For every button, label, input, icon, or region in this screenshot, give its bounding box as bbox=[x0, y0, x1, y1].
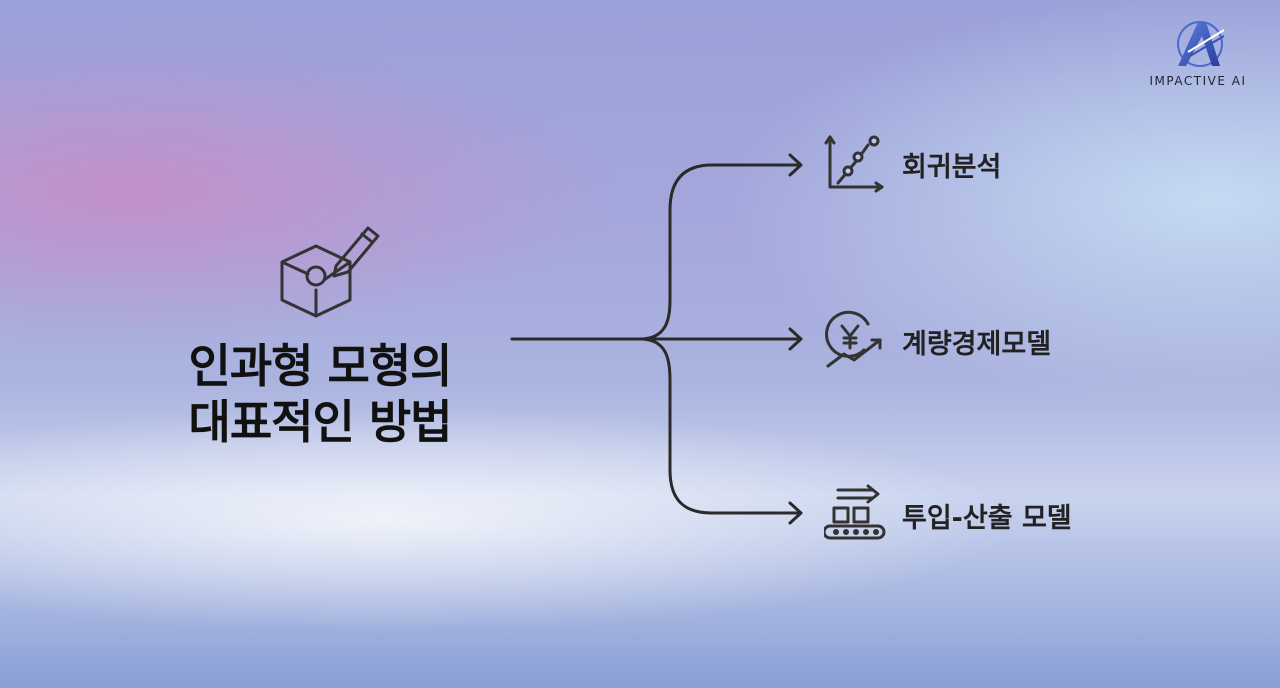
branch-line-bottom bbox=[638, 337, 802, 515]
title-line-2: 대표적인 방법 bbox=[188, 395, 453, 449]
brand-logo: IMPACTIVE AI bbox=[1140, 16, 1256, 88]
branch-label-econometric: 계량경제모델 bbox=[902, 328, 1052, 360]
branch-econometric: 계량경제모델 bbox=[824, 310, 1051, 372]
branch-line-top bbox=[638, 163, 802, 341]
regression-chart-icon bbox=[824, 135, 884, 193]
impactive-logo-icon bbox=[1177, 21, 1225, 67]
arrowhead-middle bbox=[788, 327, 803, 351]
arrowhead-top bbox=[788, 153, 803, 177]
branch-input-output: 투입-산출 모델 bbox=[824, 484, 1072, 546]
arrowhead-bottom bbox=[788, 501, 803, 525]
branch-regression: 회귀분석 bbox=[824, 133, 1001, 195]
title-line-1: 인과형 모형의 bbox=[188, 339, 453, 393]
branch-label-regression: 회귀분석 bbox=[902, 151, 1002, 183]
cube-pencil-icon bbox=[280, 226, 380, 318]
branch-label-input-output: 투입-산출 모델 bbox=[902, 502, 1072, 534]
logo-text: IMPACTIVE AI bbox=[1149, 74, 1247, 88]
conveyor-icon bbox=[824, 484, 886, 540]
main-title: 인과형 모형의 대표적인 방법 bbox=[150, 338, 490, 450]
yen-growth-icon bbox=[825, 310, 882, 368]
